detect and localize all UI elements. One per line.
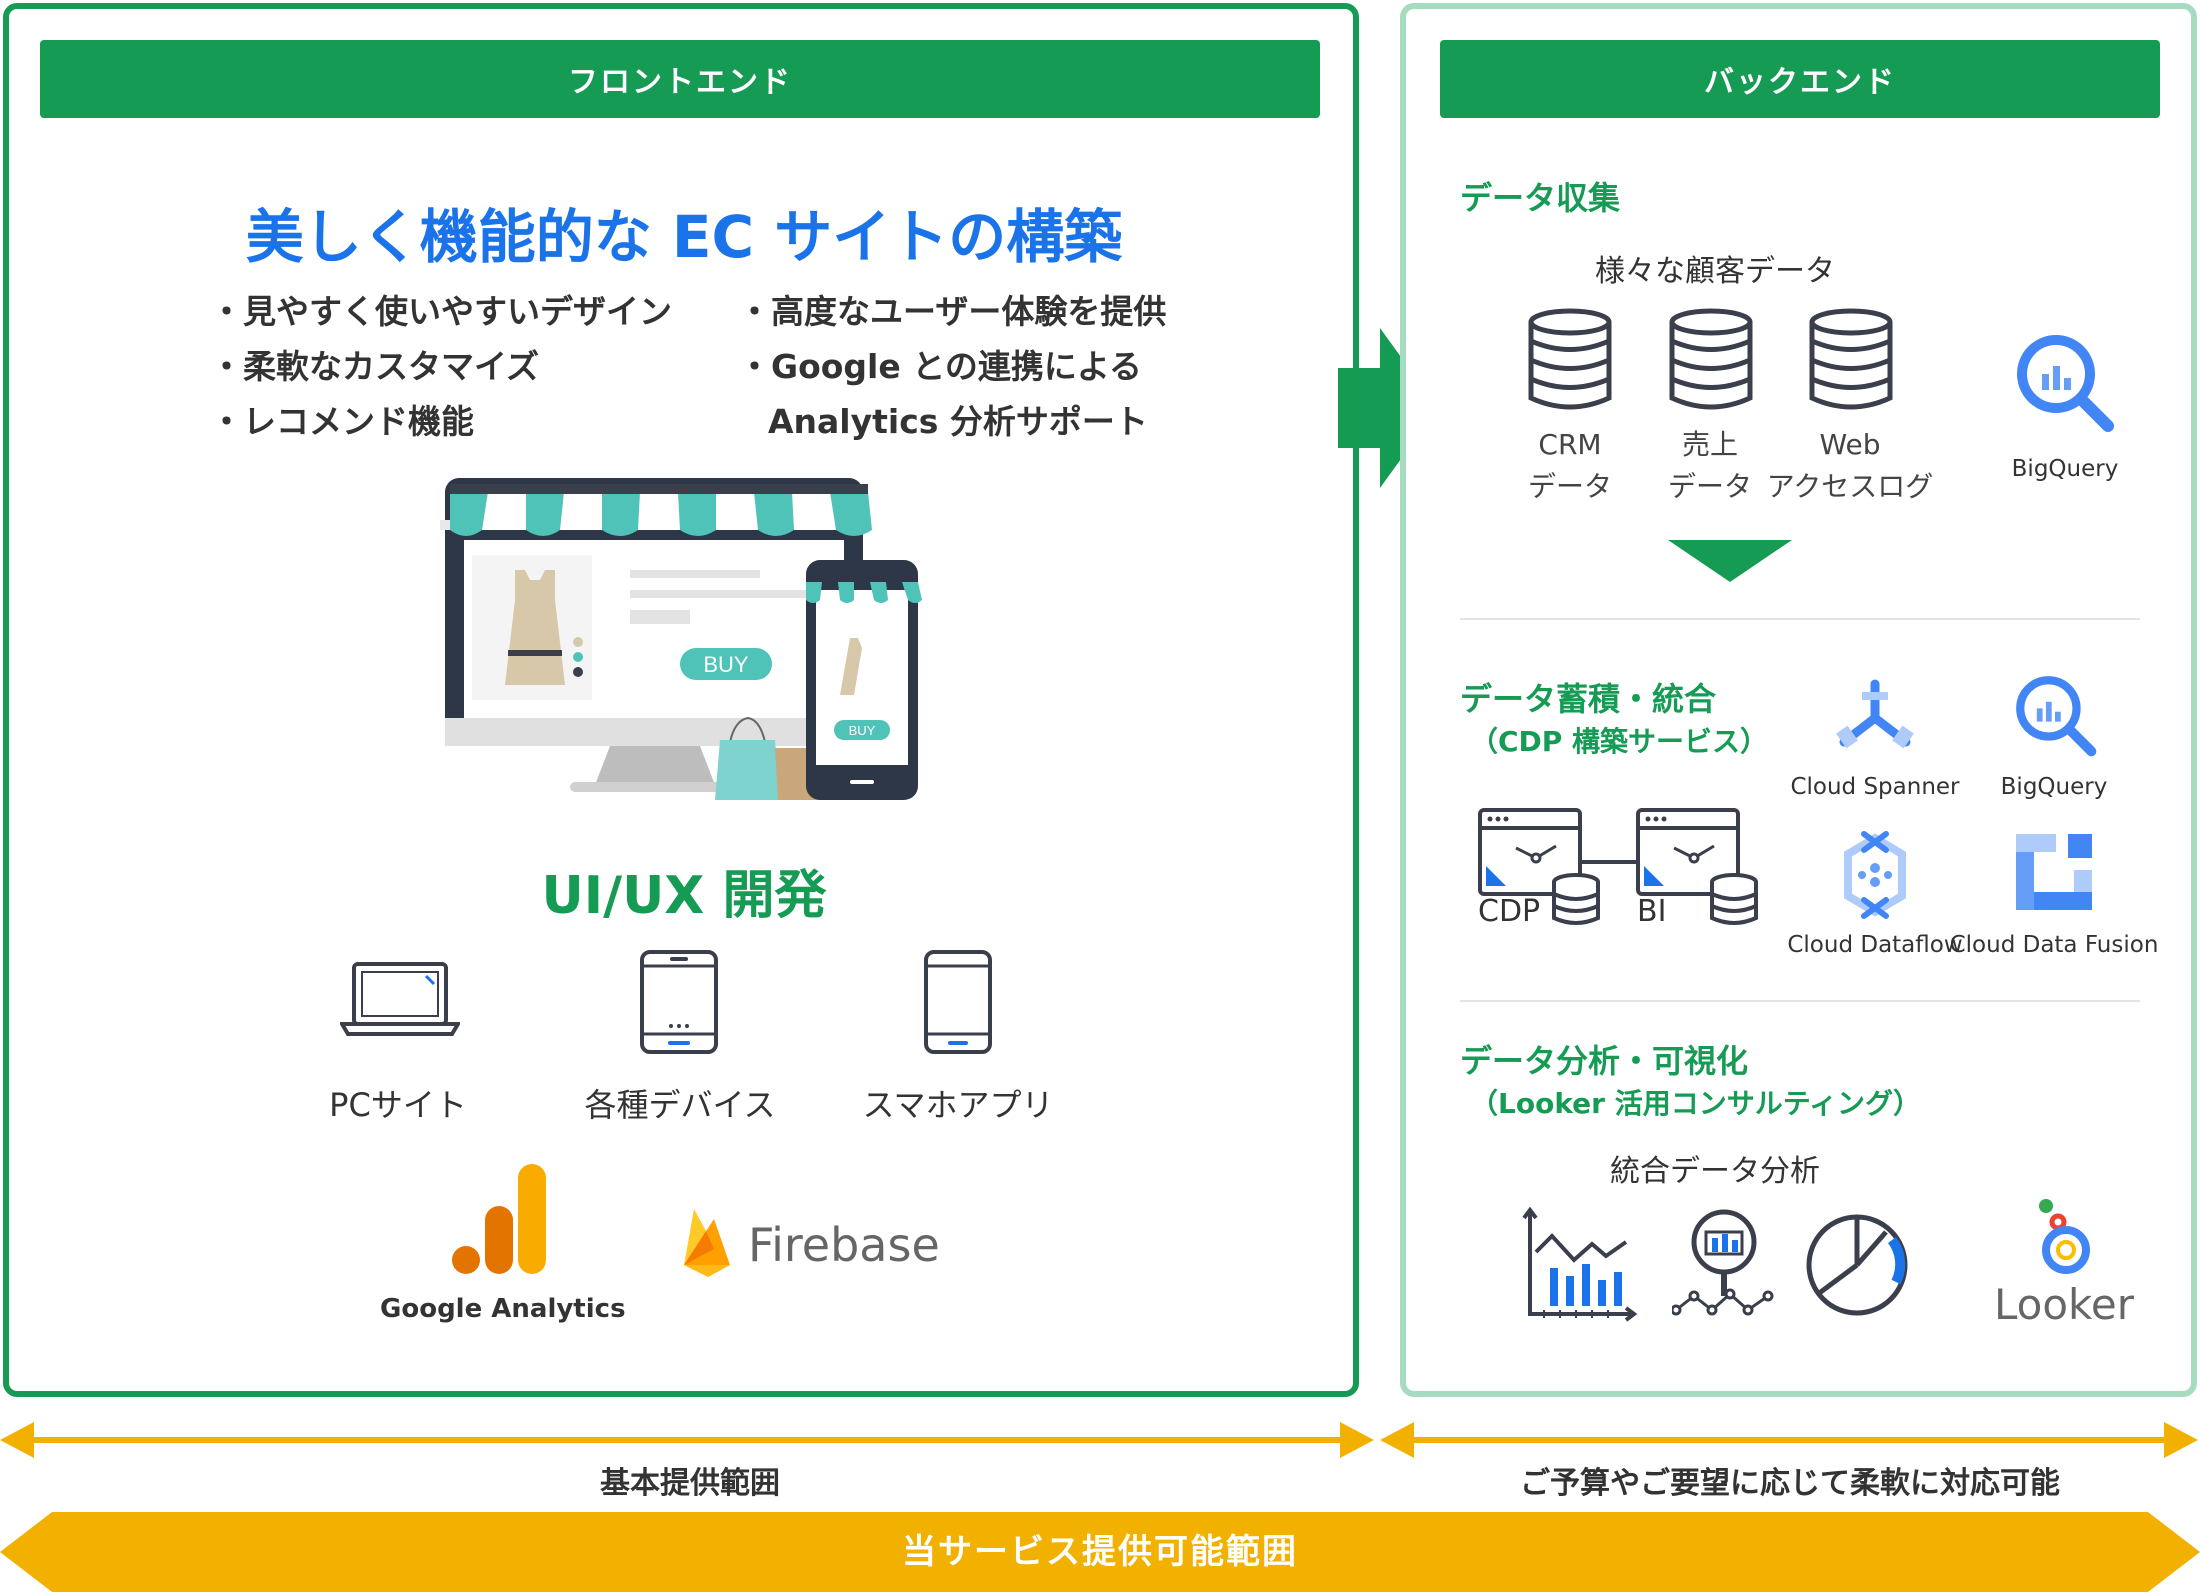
cloud-data-fusion-icon [2016,834,2092,910]
firebase-icon [684,1209,730,1277]
scope-arrows [0,1422,2198,1458]
phone-buy-label: BUY [849,723,876,738]
looker-icon [2039,1199,2090,1274]
google-analytics-icon [452,1164,546,1274]
database-icon [1809,308,1893,410]
source-web: Web アクセスログ [1760,424,1940,508]
google-analytics-label: Google Analytics [380,1294,626,1324]
bullet-item: ・柔軟なカスタマイズ [210,347,540,386]
source-line: アクセスログ [1766,470,1934,503]
data-search-icon [1672,1209,1774,1316]
cloud-dataflow-icon [1844,831,1906,919]
bullet-item: ・見やすく使いやすいデザイン [210,292,672,331]
device-label-smartphone-app: スマホアプリ [862,1086,1054,1124]
cdp-label: CDP [1478,894,1541,929]
uiux-title: UI/UX 開発 [541,866,827,926]
backend-header: バックエンド [1440,40,2160,118]
bi-label: BI [1637,894,1667,929]
cloud-dataflow-label: Cloud Dataflow [1787,932,1963,958]
bullet-item: ・レコメンド機能 [210,402,474,441]
integration-subtitle: （CDP 構築サービス） [1470,725,1769,758]
total-scope-band [0,1512,2200,1592]
flow-arrow-down [1668,540,1792,582]
collection-subtitle: 様々な顧客データ [1595,254,1835,289]
database-icon [1528,308,1612,410]
backend-panel [1400,3,2197,1397]
firebase-label: Firebase [748,1218,940,1272]
cloud-spanner-icon [1836,679,1914,749]
frontend-header: フロントエンド [40,40,1320,118]
bigquery-icon [2017,335,2114,432]
bigquery-label: BigQuery [2000,774,2108,800]
looker-label: Looker [1994,1280,2134,1329]
bullets-left: ・見やすく使いやすいデザイン ・柔軟なカスタマイズ ・レコメンド機能 [210,284,672,449]
source-line: データ [1667,470,1752,503]
bigquery-icon [2016,676,2097,757]
database-icon [1669,308,1753,410]
source-crm: CRM データ [1500,424,1640,508]
source-sales: 売上 データ [1640,424,1780,508]
awning-icon [440,484,872,536]
scope-optional-label: ご予算やご要望に応じて柔軟に対応可能 [1520,1466,2060,1501]
analysis-title: データ分析・可視化 [1460,1042,1749,1080]
cdp-bi-diagram [1478,808,1758,925]
laptop-icon [340,962,460,1036]
total-scope-label: 当サービス提供可能範囲 [902,1532,1298,1572]
cloud-data-fusion-label: Cloud Data Fusion [1949,932,2159,958]
source-line: Web [1819,428,1881,461]
device-label-various: 各種デバイス [584,1086,776,1124]
pie-chart-icon [1806,1214,1908,1316]
device-label-pc: PCサイト [329,1086,467,1124]
smartphone-icon [924,950,992,1054]
source-line: データ [1527,470,1612,503]
flow-arrow-right [1338,328,1438,488]
bullet-item: ・Google との連携による [738,347,1142,386]
tablet-icon [640,950,718,1054]
bullet-item: Analytics 分析サポート [768,402,1148,441]
analysis-subtitle: （Looker 活用コンサルティング） [1470,1087,1922,1120]
frontend-headline: 美しく機能的な EC サイトの構築 [245,203,1123,271]
bullets-right: ・高度なユーザー体験を提供 ・Google との連携による Analytics … [738,284,1166,449]
integration-title: データ蓄積・統合 [1460,680,1717,718]
scope-basic-label: 基本提供範囲 [600,1466,780,1501]
source-line: 売上 [1681,428,1738,461]
cloud-spanner-label: Cloud Spanner [1790,774,1960,800]
analysis-caption: 統合データ分析 [1610,1154,1820,1189]
section-divider [1460,1000,2140,1002]
section-divider [1460,618,2140,620]
bar-line-chart-icon [1522,1206,1638,1322]
collection-title: データ収集 [1460,179,1621,217]
ec-site-illustration: BUY BUY [440,478,922,800]
buy-button-label: BUY [703,652,749,677]
source-line: CRM [1538,428,1602,461]
bigquery-label: BigQuery [2011,456,2119,482]
bullet-item: ・高度なユーザー体験を提供 [738,292,1167,331]
